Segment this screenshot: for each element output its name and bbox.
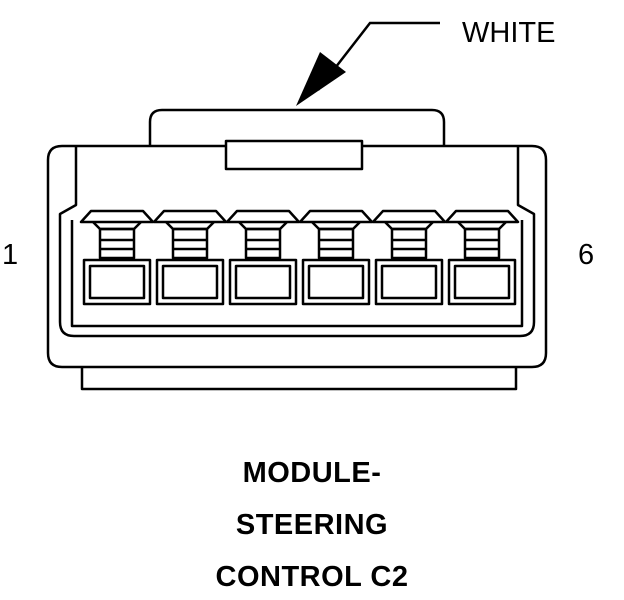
pin-cavity-outer	[301, 258, 371, 306]
pin-cavity-outer	[374, 258, 444, 306]
pin-stem	[317, 227, 355, 260]
pin-latch	[298, 209, 374, 224]
pin-stem	[244, 227, 282, 260]
terminal-pin-5	[371, 209, 447, 306]
pin-label-first: 1	[2, 239, 18, 271]
connector-latch-tab	[148, 108, 446, 145]
terminal-pin-2	[152, 209, 228, 306]
pin-latch	[225, 209, 301, 224]
pin-cavity-inner	[453, 264, 511, 300]
connector-pin-frame	[70, 220, 524, 328]
connector-housing	[46, 144, 548, 369]
connector-top-slot	[224, 139, 364, 171]
leader-line	[317, 21, 440, 91]
caption-line-2: STEERING	[235, 509, 389, 541]
pin-stem	[463, 227, 501, 260]
pin-label-last: 6	[578, 239, 594, 271]
pin-cavity-outer	[82, 258, 152, 306]
pin-cavity-inner	[234, 264, 292, 300]
leader-arrowhead	[296, 52, 346, 106]
pin-cavity-inner	[307, 264, 365, 300]
connector-bottom-lip	[80, 367, 518, 391]
terminal-pin-1	[79, 209, 155, 306]
pin-latch	[152, 209, 228, 224]
terminal-pins	[79, 209, 520, 306]
pin-cavity-outer	[155, 258, 225, 306]
pin-stem	[98, 227, 136, 260]
caption-line-3: CONTROL C2	[215, 561, 409, 593]
pin-latch	[79, 209, 155, 224]
pin-cavity-inner	[88, 264, 146, 300]
pin-cavity-outer	[228, 258, 298, 306]
pin-latch	[444, 209, 520, 224]
pin-stem	[390, 227, 428, 260]
pin-stem	[171, 227, 209, 260]
pin-cavity-inner	[380, 264, 438, 300]
terminal-pin-3	[225, 209, 301, 306]
pin-cavity-outer	[447, 258, 517, 306]
pin-latch	[371, 209, 447, 224]
pin-cavity-inner	[161, 264, 219, 300]
caption-line-1: MODULE-	[242, 457, 382, 489]
terminal-pin-6	[444, 209, 520, 306]
terminal-pin-4	[298, 209, 374, 306]
connector-inner-housing	[58, 146, 536, 338]
color-label: WHITE	[462, 17, 555, 49]
